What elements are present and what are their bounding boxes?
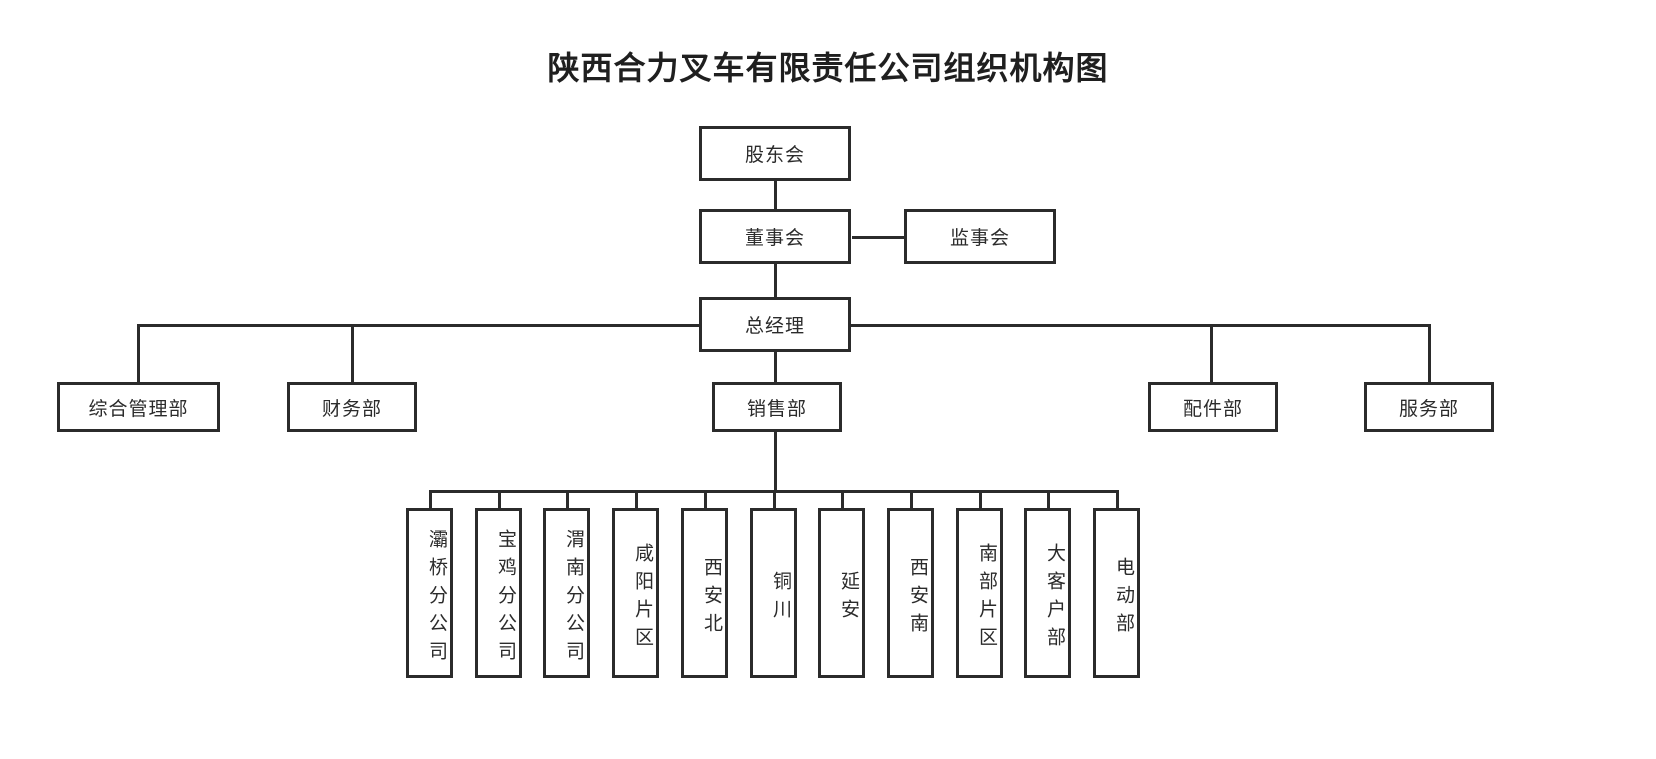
node-supervisory-board[interactable]: 监事会 — [904, 209, 1056, 264]
node-board-of-directors[interactable]: 董事会 — [699, 209, 851, 264]
connector-gm-to-finance — [351, 324, 354, 383]
node-branch-xian-south[interactable]: 西安南 — [887, 508, 934, 678]
connector-gm-bus-left — [137, 324, 702, 327]
node-dept-admin[interactable]: 综合管理部 — [57, 382, 220, 432]
connector-shareholders-to-board — [774, 180, 777, 212]
connector-gm-to-sales — [774, 350, 777, 383]
connector-gm-to-admin — [137, 324, 140, 383]
node-branch-electric[interactable]: 电动部 — [1093, 508, 1140, 678]
connector-sales-to-tongchuan — [773, 490, 776, 508]
connector-sales-to-weinan — [566, 490, 569, 508]
node-shareholders[interactable]: 股东会 — [699, 126, 851, 181]
node-branch-tongchuan[interactable]: 铜川 — [750, 508, 797, 678]
connector-sales-to-key-accounts — [1047, 490, 1050, 508]
node-branch-weinan[interactable]: 渭南分公司 — [543, 508, 590, 678]
connector-board-to-supervisors — [852, 236, 906, 239]
node-general-manager[interactable]: 总经理 — [699, 297, 851, 352]
connector-sales-to-yanan — [841, 490, 844, 508]
connector-sales-to-baqiao — [429, 490, 432, 508]
connector-gm-bus-right — [851, 324, 1431, 327]
connector-sales-to-xian-north — [704, 490, 707, 508]
connector-sales-to-south-area — [979, 490, 982, 508]
connector-sales-to-baoji — [498, 490, 501, 508]
connector-sales-to-branch-bus — [774, 430, 777, 492]
connector-gm-to-service — [1428, 324, 1431, 383]
node-branch-xianyang[interactable]: 咸阳片区 — [612, 508, 659, 678]
node-dept-service[interactable]: 服务部 — [1364, 382, 1494, 432]
node-branch-baqiao[interactable]: 灞桥分公司 — [406, 508, 453, 678]
node-branch-baoji[interactable]: 宝鸡分公司 — [475, 508, 522, 678]
node-branch-south-area[interactable]: 南部片区 — [956, 508, 1003, 678]
connector-sales-to-xianyang — [635, 490, 638, 508]
node-branch-yanan[interactable]: 延安 — [818, 508, 865, 678]
connector-sales-to-electric — [1116, 490, 1119, 508]
page-title: 陕西合力叉车有限责任公司组织机构图 — [547, 50, 1109, 86]
node-branch-key-accounts[interactable]: 大客户部 — [1024, 508, 1071, 678]
node-dept-parts[interactable]: 配件部 — [1148, 382, 1278, 432]
connector-gm-to-parts — [1210, 324, 1213, 383]
node-dept-finance[interactable]: 财务部 — [287, 382, 417, 432]
node-dept-sales[interactable]: 销售部 — [712, 382, 842, 432]
node-branch-xian-north[interactable]: 西安北 — [681, 508, 728, 678]
connector-sales-to-xian-south — [910, 490, 913, 508]
connector-board-to-gm — [774, 263, 777, 298]
